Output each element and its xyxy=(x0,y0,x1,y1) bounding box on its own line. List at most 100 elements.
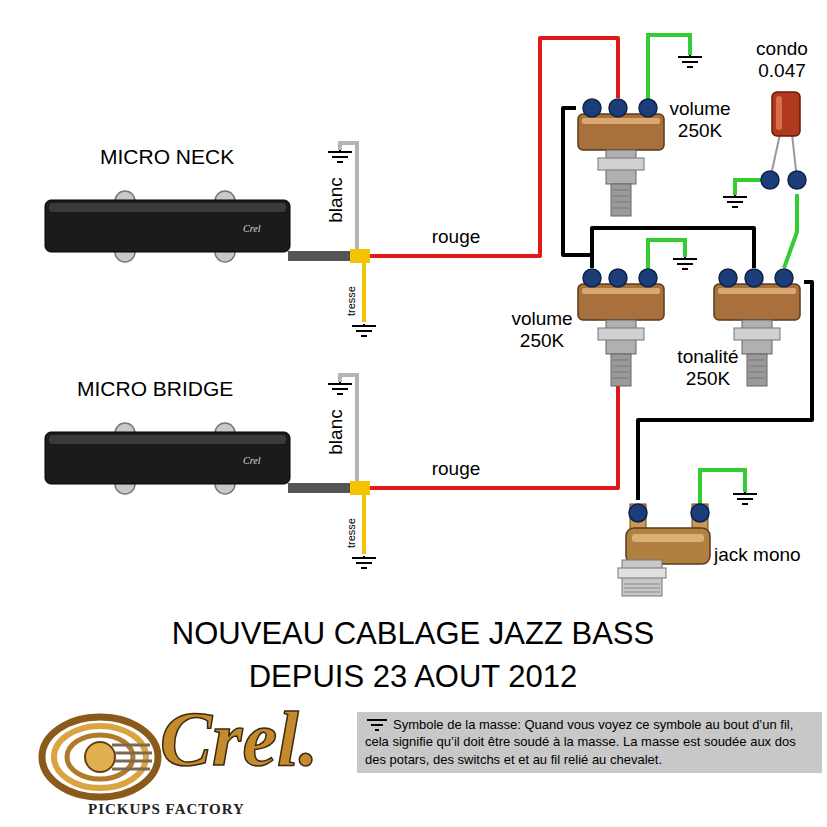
solder-lug xyxy=(722,272,734,294)
potentiometer-shaft xyxy=(613,366,629,367)
bridge-wiring xyxy=(340,375,357,482)
potentiometer-bushing xyxy=(606,320,636,354)
pickup-screw xyxy=(215,242,235,262)
potentiometer: volume 250K xyxy=(506,268,666,386)
wire xyxy=(638,282,812,500)
pickup-node: MICRO NECK Crel xyxy=(45,145,295,265)
solder-lug xyxy=(642,102,654,124)
pickup-name: MICRO BRIDGE xyxy=(77,377,233,401)
capacitor: condo 0.047 xyxy=(742,38,824,194)
wire-color-label: tresse xyxy=(346,286,357,316)
pot-drawing xyxy=(576,98,736,216)
wire-color-label: blanc xyxy=(326,177,345,222)
logo-emblem xyxy=(42,717,158,797)
wire xyxy=(295,38,618,256)
jack-lug xyxy=(692,504,708,532)
potentiometer-nut xyxy=(734,328,780,340)
solder-lug xyxy=(586,272,598,294)
solder-lug xyxy=(612,272,624,294)
pickup-body xyxy=(49,203,286,212)
wire-color-label: rouge xyxy=(432,226,481,248)
wire xyxy=(592,228,754,268)
pickup-screw xyxy=(215,191,235,211)
jack-body xyxy=(632,534,704,542)
pot-drawing xyxy=(506,268,666,386)
component-label: condo 0.047 xyxy=(742,38,822,82)
wire-color-label: tresse xyxy=(346,518,357,548)
solder-point xyxy=(629,504,647,522)
bridge-wiring xyxy=(352,556,376,568)
solder-point xyxy=(609,269,627,287)
solder-point xyxy=(583,269,601,287)
jack-barrel xyxy=(624,592,660,593)
brand-mark: Crel xyxy=(243,455,260,467)
pickup-node: MICRO BRIDGE Crel xyxy=(45,377,295,497)
potentiometer-shaft xyxy=(611,354,631,386)
brand-tagline: PICKUPS FACTORY xyxy=(88,801,245,818)
jack-barrel xyxy=(624,588,660,589)
ground-wire xyxy=(648,240,685,270)
potentiometer-bushing xyxy=(742,320,772,354)
potentiometer-shaft xyxy=(613,360,629,361)
bridge-wiring xyxy=(362,494,366,554)
legend-entry: Symbole de la masse: Quand vous voyez ce… xyxy=(365,716,814,768)
potentiometer-nut xyxy=(598,328,644,340)
pickup-drawing xyxy=(45,377,295,497)
jack-lug xyxy=(630,504,646,534)
potentiometer-shaft xyxy=(613,190,629,191)
potentiometer-shaft xyxy=(613,208,629,209)
component-label: volume 250K xyxy=(664,98,736,142)
ground-wire xyxy=(733,492,757,504)
brand-logo: Crel. xyxy=(160,694,318,784)
logo-emblem xyxy=(85,742,115,772)
capacitor-body xyxy=(776,96,782,130)
neck-wiring xyxy=(350,249,370,263)
potentiometer-case xyxy=(718,288,796,294)
neck-wiring xyxy=(352,324,376,336)
potentiometer-shaft xyxy=(749,372,765,373)
potentiometer-nut xyxy=(598,158,644,170)
logo-emblem xyxy=(112,745,152,769)
solder-lug xyxy=(778,272,790,294)
wire xyxy=(616,278,620,386)
potentiometer-shaft xyxy=(611,184,631,216)
potentiometer-shaft xyxy=(613,372,629,373)
solder-point xyxy=(745,269,763,287)
brand-mark: Crel xyxy=(243,223,260,235)
pickup-screw xyxy=(115,242,135,262)
legend-panel: Symbole de la masse: Quand vous voyez ce… xyxy=(357,712,822,773)
ground-symbol xyxy=(367,720,387,730)
potentiometer-shaft xyxy=(613,202,629,203)
solder-lug xyxy=(586,102,598,124)
solder-lug xyxy=(748,272,760,294)
ground-wire xyxy=(673,257,697,269)
logo-emblem xyxy=(54,726,146,788)
pickup-screw xyxy=(115,191,135,211)
diagram-title: NOUVEAU CABLAGE JAZZ BASS DEPUIS 23 AOUT… xyxy=(133,612,693,698)
potentiometer-shaft xyxy=(747,354,767,386)
solder-point xyxy=(639,99,657,117)
capacitor-body xyxy=(772,92,800,136)
ground-wire xyxy=(648,35,770,508)
capacitor-leg xyxy=(792,134,797,180)
pickup-name: MICRO NECK xyxy=(100,145,234,169)
jack-drawing xyxy=(618,500,822,600)
jack-socket: jack mono xyxy=(618,500,822,600)
neck-wiring xyxy=(362,262,366,322)
potentiometer-case xyxy=(714,284,800,320)
potentiometer-shaft xyxy=(749,378,765,379)
solder-lug xyxy=(642,272,654,294)
ground-symbol xyxy=(365,718,389,732)
component-label: jack mono xyxy=(714,544,801,566)
potentiometer-bushing xyxy=(606,150,636,184)
wire xyxy=(563,108,592,268)
pickup-screw xyxy=(115,423,135,443)
ground-wire xyxy=(723,195,747,207)
legend-text: Symbole de la masse: Quand vous voyez ce… xyxy=(365,716,814,768)
wire-color-label: blanc xyxy=(326,409,345,454)
pickup-body xyxy=(45,200,290,252)
solder-point xyxy=(639,269,657,287)
pickup-screw xyxy=(215,423,235,443)
capacitor-leg xyxy=(770,134,780,180)
